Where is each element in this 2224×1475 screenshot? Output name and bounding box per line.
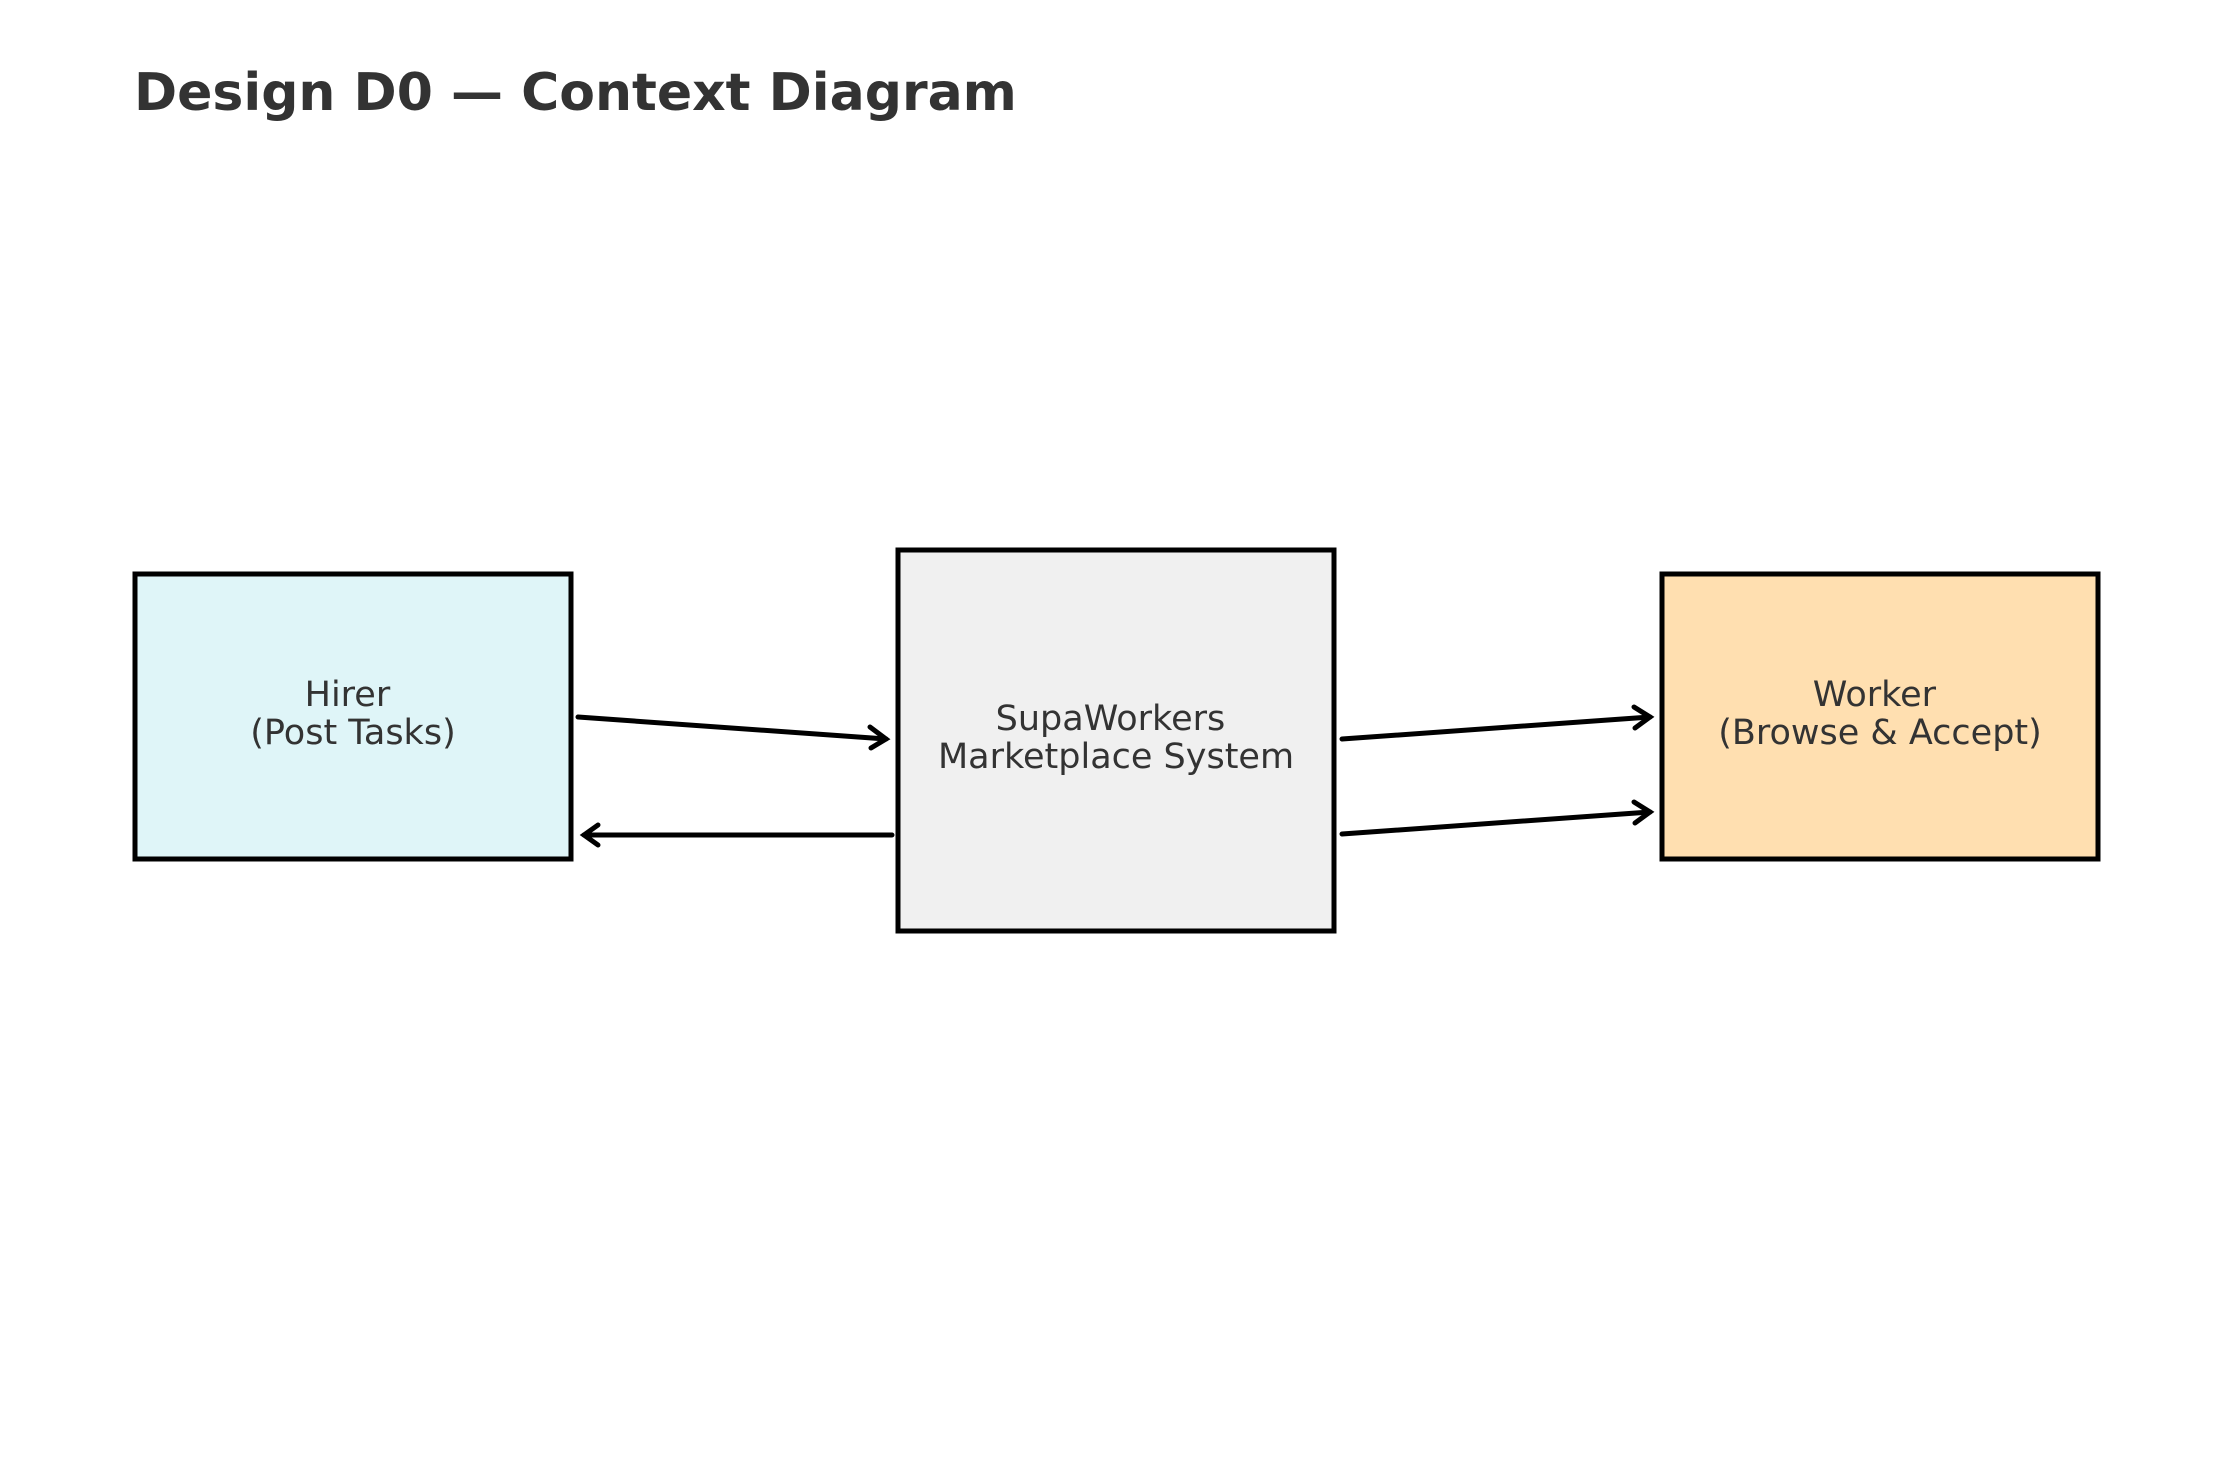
worker-node: Worker (Browse & Accept) [1659, 571, 2101, 862]
worker-box [1659, 571, 2101, 862]
system-node: SupaWorkers Marketplace System [895, 547, 1337, 934]
arrow-system-to-hirer [579, 822, 895, 848]
hirer-box [132, 571, 574, 862]
arrow-system-to-worker-lower [1339, 799, 1655, 837]
svg-text:SupaWorkers Marketplace: SupaWorkers Marketplace System [938, 699, 1294, 777]
system-label-line2: Marketplace System [938, 737, 1294, 777]
hirer-label-line1: Hirer [305, 675, 391, 715]
diagram-title: Design D0 — Context Diagram [134, 63, 1017, 123]
worker-label-line1: Worker [1813, 675, 1937, 715]
hirer-node: Hirer (Post Tasks) [132, 571, 574, 862]
svg-text:Hirer (Post Tasks): Hirer (Post Tasks) [250, 675, 455, 753]
hirer-label-line2: (Post Tasks) [250, 713, 455, 753]
arrow-system-to-worker-upper [1339, 704, 1655, 742]
system-box [895, 547, 1337, 934]
arrow-hirer-to-system [575, 714, 891, 751]
svg-text:Worker (Browse & Accept): Worker (Browse & Accept) [1718, 675, 2042, 753]
system-label-line1: SupaWorkers [996, 699, 1226, 739]
worker-label-line2: (Browse & Accept) [1718, 713, 2042, 753]
